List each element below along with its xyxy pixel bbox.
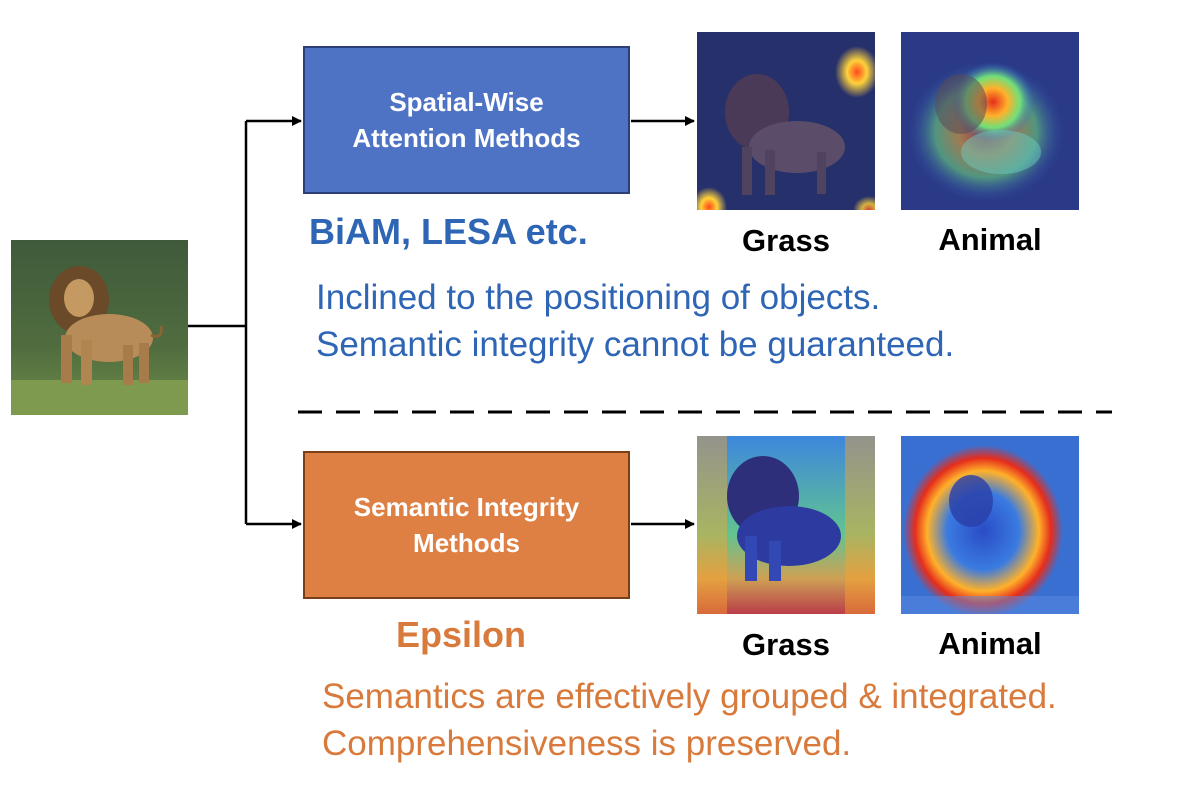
- spatial-attention-box: Spatial-Wise Attention Methods: [303, 46, 630, 194]
- spatial-desc-line1: Inclined to the positioning of objects.: [316, 278, 881, 317]
- semantic-desc-line2: Comprehensiveness is preserved.: [322, 724, 852, 763]
- heatmap-grass-spatial-icon: [697, 32, 875, 210]
- spatial-box-line2: Attention Methods: [352, 123, 581, 153]
- lion-photo-icon: [11, 240, 188, 415]
- semantic-box-line2: Methods: [413, 528, 520, 558]
- semantic-description: Semantics are effectively grouped & inte…: [322, 673, 1057, 767]
- caption-animal-bottom: Animal: [938, 626, 1042, 661]
- spatial-description: Inclined to the positioning of objects. …: [316, 274, 954, 368]
- caption-grass-top: Grass: [742, 223, 830, 258]
- heatmap-grass-semantic-icon: [697, 436, 875, 614]
- caption-grass-bottom: Grass: [742, 627, 830, 662]
- heatmap-animal-spatial-icon: [901, 32, 1079, 210]
- spatial-desc-line2: Semantic integrity cannot be guaranteed.: [316, 325, 955, 364]
- caption-animal-top: Animal: [938, 222, 1042, 257]
- semantic-box-line1: Semantic Integrity: [353, 492, 580, 522]
- semantic-integrity-box: Semantic Integrity Methods: [303, 451, 630, 599]
- spatial-box-line1: Spatial-Wise: [389, 87, 544, 117]
- semantic-desc-line1: Semantics are effectively grouped & inte…: [322, 677, 1057, 716]
- heatmap-animal-semantic-icon: [901, 436, 1079, 614]
- spatial-examples-label: BiAM, LESA etc.: [309, 211, 588, 252]
- semantic-examples-label: Epsilon: [396, 614, 527, 655]
